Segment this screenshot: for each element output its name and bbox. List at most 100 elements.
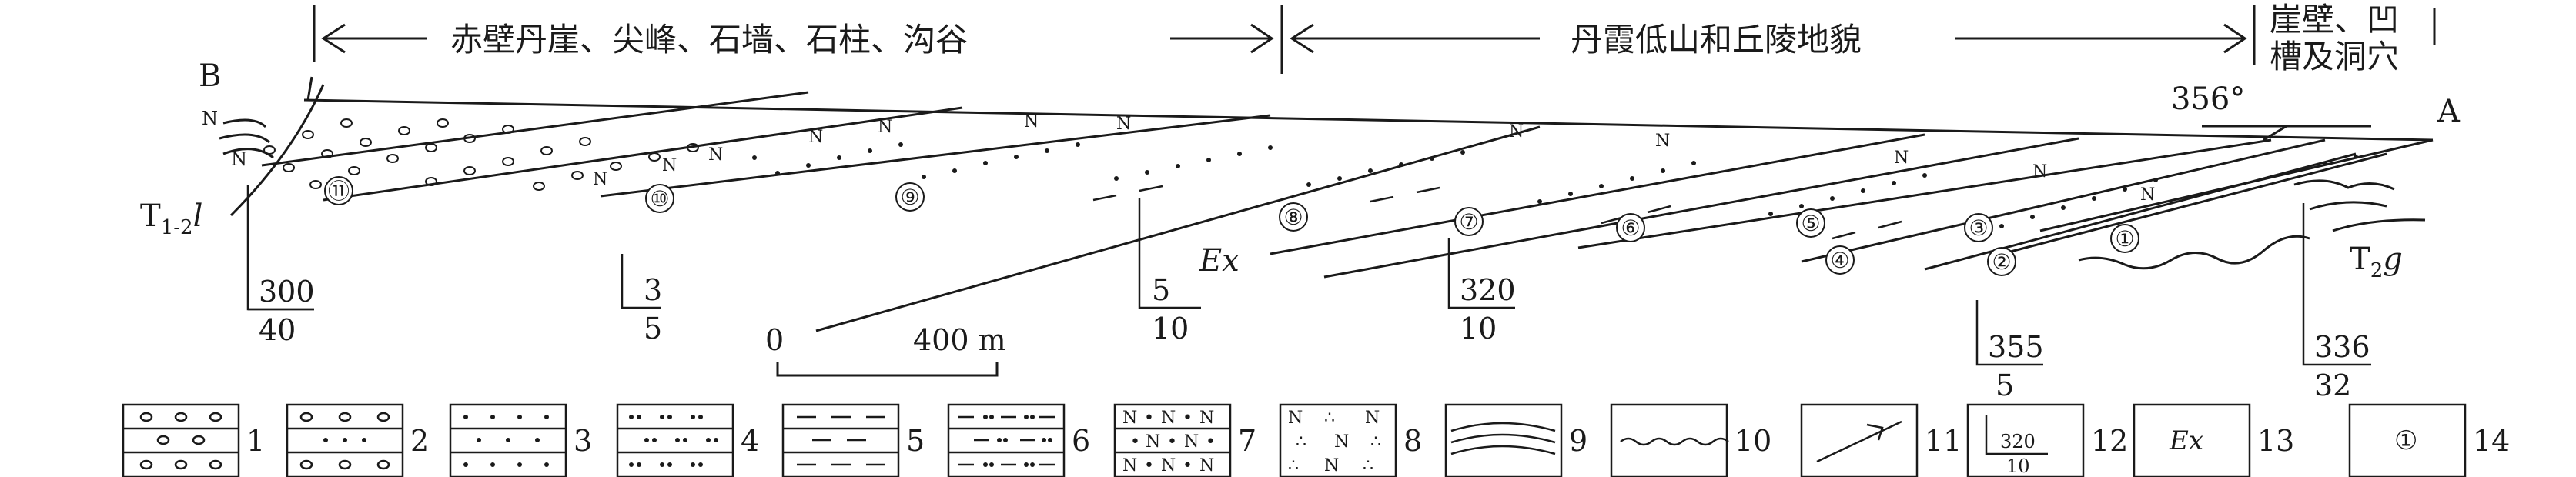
layer-number-3: ③ xyxy=(1969,215,1988,241)
section-end-b: B xyxy=(199,58,221,94)
section-end-a: A xyxy=(2437,94,2461,129)
layer-number-6: ⑥ xyxy=(1621,215,1640,241)
legend-num-10: 10 xyxy=(1735,424,1771,458)
layer-number-11: ⑪ xyxy=(328,178,350,204)
attitude-dip-6: 32 xyxy=(2314,369,2351,402)
svg-text:•: • xyxy=(1183,409,1193,428)
legend-12-sample-bottom: 10 xyxy=(2006,455,2030,477)
layer-number-5: ⑤ xyxy=(1801,211,1820,236)
svg-text:∴: ∴ xyxy=(1288,456,1299,475)
svg-text:•: • xyxy=(1144,409,1154,428)
legend-num-12: 12 xyxy=(2091,424,2128,458)
bedding-lines xyxy=(261,91,2434,332)
svg-text:∴: ∴ xyxy=(1363,456,1373,475)
attitude-dip-1: 40 xyxy=(259,313,296,347)
svg-text:•: • xyxy=(1206,432,1216,452)
layer-number-2: ② xyxy=(1992,249,2011,275)
layer-number-labels: ⑪ ⑩ ⑨ ⑧ ⑦ ⑥ ⑤ ④ ③ ② ① xyxy=(328,178,2135,275)
attitude-symbols xyxy=(246,185,2371,366)
svg-text:N: N xyxy=(231,148,247,170)
legend-14-sample: ① xyxy=(2394,425,2417,456)
scale-start: 0 xyxy=(765,323,784,357)
layer-number-4: ④ xyxy=(1830,248,1849,273)
svg-text:N: N xyxy=(1334,432,1349,452)
attitude-dip-4: 10 xyxy=(1460,312,1497,345)
scale-bar xyxy=(776,362,999,377)
legend-num-6: 6 xyxy=(1072,424,1090,458)
attitude-strike-2: 3 xyxy=(644,273,662,307)
svg-text:N: N xyxy=(1024,112,1039,132)
svg-text:N: N xyxy=(1122,456,1137,475)
formation-right: T2g xyxy=(2350,242,2403,282)
legend-num-3: 3 xyxy=(574,424,592,458)
legend-num-4: 4 xyxy=(741,424,759,458)
svg-text:N: N xyxy=(1122,409,1137,428)
svg-text:N: N xyxy=(878,118,892,137)
zone-label-caves-line2: 槽及洞穴 xyxy=(2270,38,2399,75)
attitude-strike-3: 5 xyxy=(1152,273,1170,307)
svg-text:∴: ∴ xyxy=(1324,409,1335,428)
legend-num-9: 9 xyxy=(1569,424,1587,458)
attitude-dip-5: 5 xyxy=(1996,369,2014,402)
legend-num-5: 5 xyxy=(906,424,925,458)
layer-number-7: ⑦ xyxy=(1459,209,1478,235)
svg-text:N: N xyxy=(202,108,218,129)
layer-number-8: ⑧ xyxy=(1283,205,1303,230)
svg-text:N: N xyxy=(1161,456,1176,475)
legend-num-2: 2 xyxy=(410,424,429,458)
zone-label-cliffs: 赤壁丹崖、尖峰、石墙、石柱、沟谷 xyxy=(450,21,968,58)
svg-text:∴: ∴ xyxy=(1296,432,1306,452)
legend-num-11: 11 xyxy=(1925,424,1962,458)
layer-number-10: ⑩ xyxy=(650,186,669,212)
legend-num-14: 14 xyxy=(2473,424,2510,458)
svg-text:N: N xyxy=(1184,432,1199,452)
layer-number-1: ① xyxy=(2115,226,2134,252)
svg-text:•: • xyxy=(1144,456,1154,475)
svg-text:N: N xyxy=(1146,432,1160,452)
angle-label: 356° xyxy=(2171,82,2245,117)
svg-text:N: N xyxy=(1365,409,1380,428)
svg-text:N: N xyxy=(1199,409,1214,428)
layer-number-circles xyxy=(324,176,2139,276)
attitude-strike-6: 336 xyxy=(2314,330,2370,364)
svg-text:•: • xyxy=(1183,456,1193,475)
formation-middle: Ex xyxy=(1199,243,1239,279)
svg-text:∴: ∴ xyxy=(1370,432,1381,452)
attitude-dip-2: 5 xyxy=(644,312,662,345)
fault-and-fold: N N xyxy=(202,76,325,217)
legend-fill-marks xyxy=(323,415,1052,467)
svg-text:N: N xyxy=(662,156,677,175)
svg-text:N: N xyxy=(2140,185,2155,205)
zone-label-caves-line1: 崖壁、凹 xyxy=(2270,1,2399,38)
attitude-strike-5: 355 xyxy=(1988,330,2044,364)
attitude-labels: 300 40 3 5 5 10 320 10 355 5 336 32 xyxy=(259,273,2370,402)
zone-header xyxy=(313,5,2436,74)
svg-text:N: N xyxy=(1116,115,1131,134)
svg-text:N: N xyxy=(1288,409,1303,428)
svg-text:N: N xyxy=(1324,456,1339,475)
svg-text:N: N xyxy=(708,145,723,165)
svg-text:N: N xyxy=(1509,122,1524,142)
svg-text:N: N xyxy=(1161,409,1176,428)
svg-text:N: N xyxy=(1199,456,1214,475)
svg-text:N: N xyxy=(593,170,607,189)
layer-number-9: ⑨ xyxy=(900,185,919,210)
svg-text:N: N xyxy=(808,128,823,147)
scale-end: 400 m xyxy=(913,323,1006,357)
zone-label-low-mountains: 丹霞低山和丘陵地貌 xyxy=(1571,21,1862,58)
formation-left: T1-2l xyxy=(140,198,202,239)
svg-text:N: N xyxy=(2032,162,2047,182)
legend-num-8: 8 xyxy=(1403,424,1422,458)
legend-num-13: 13 xyxy=(2257,424,2294,458)
legend-num-1: 1 xyxy=(246,424,265,458)
legend xyxy=(122,403,2467,477)
attitude-strike-4: 320 xyxy=(1460,273,1516,307)
right-fold-and-unconformity xyxy=(2078,125,2426,270)
legend-13-sample: Ex xyxy=(2169,425,2203,456)
legend-num-7: 7 xyxy=(1238,424,1256,458)
svg-text:N: N xyxy=(1894,148,1909,168)
legend-n-marks: N•N•N •N•N• N•N•N N∴N ∴N∴ ∴N∴ xyxy=(1122,409,1381,475)
svg-text:•: • xyxy=(1167,432,1177,452)
